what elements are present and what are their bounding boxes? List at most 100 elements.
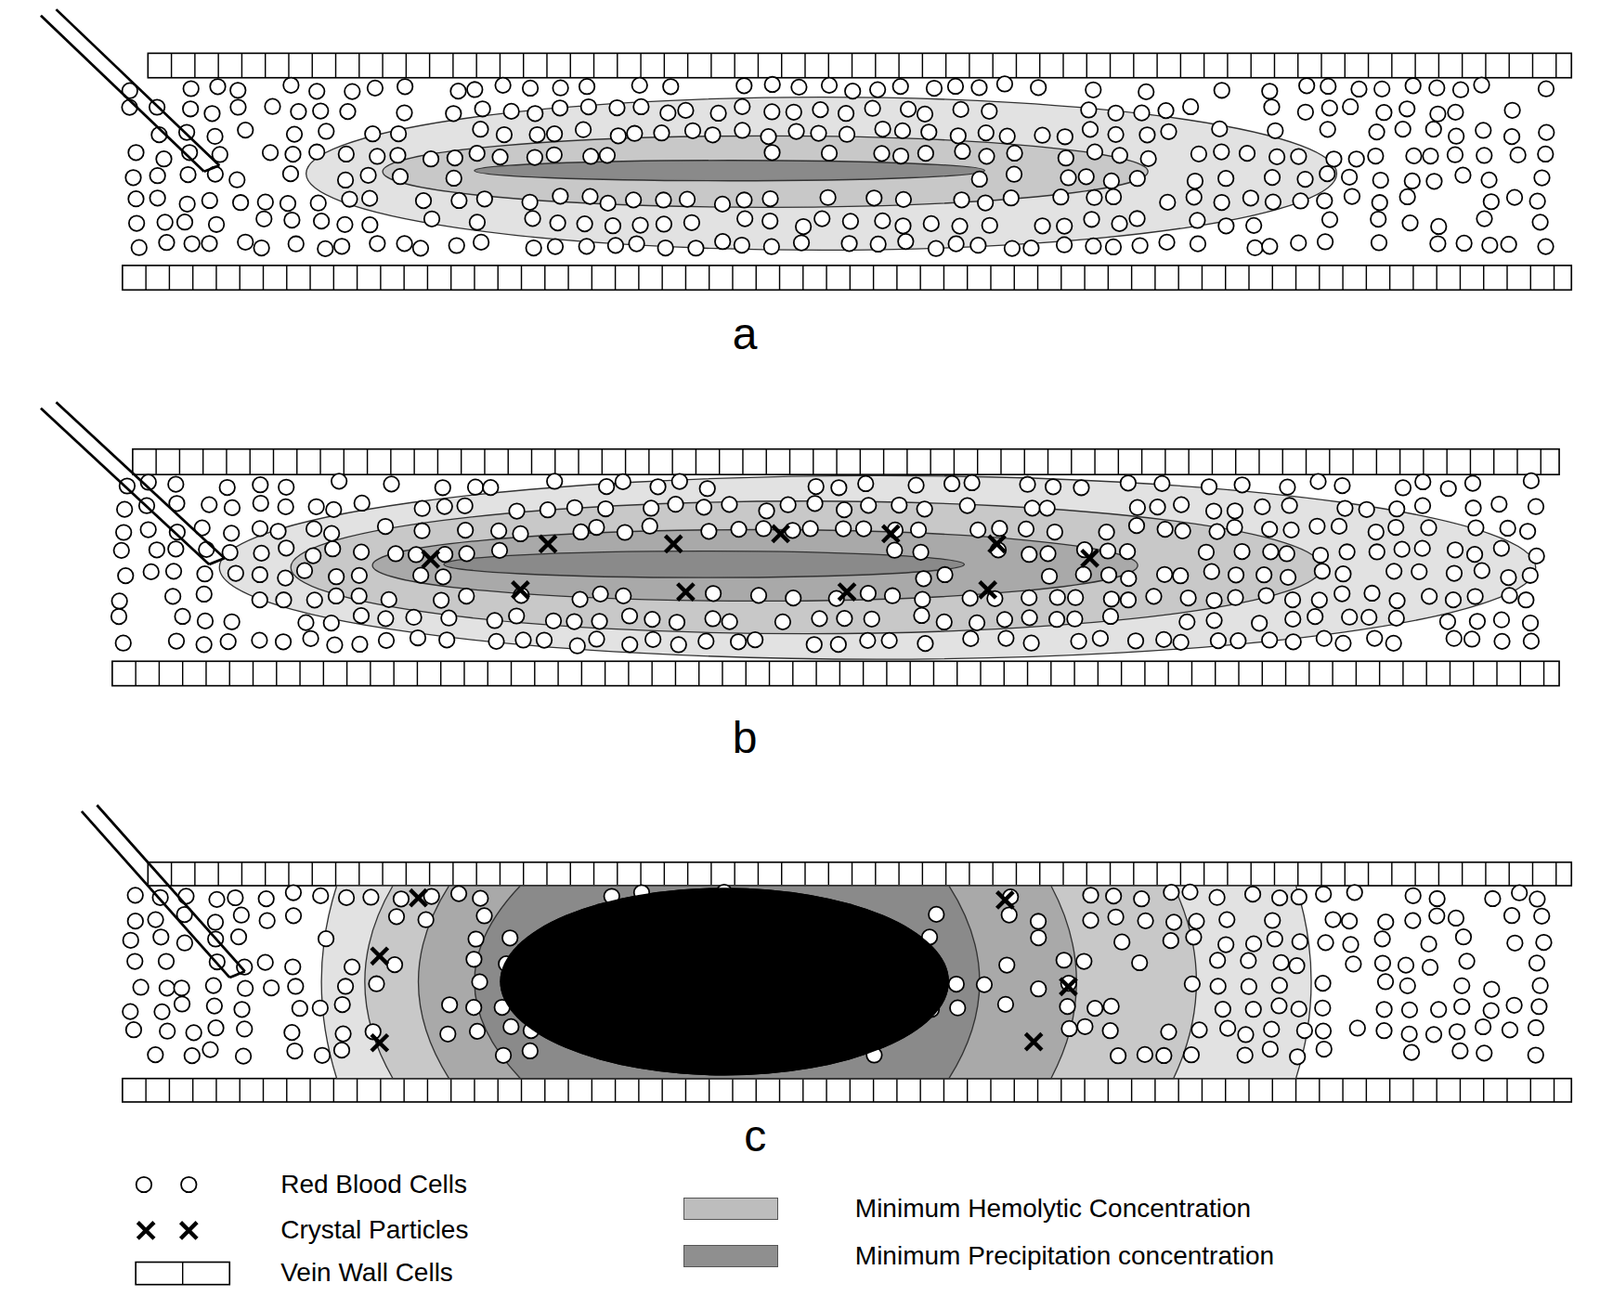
- vein-wall-cell-edge: [215, 265, 217, 290]
- red-blood-cell: [608, 237, 624, 253]
- vein-wall-cell-edge: [922, 52, 924, 78]
- red-blood-cell: [895, 218, 911, 234]
- red-blood-cell: [821, 78, 837, 93]
- vein-wall-cell-edge: [789, 449, 791, 475]
- crystal-stroke: [979, 582, 997, 599]
- red-blood-cell: [1066, 611, 1082, 626]
- red-blood-cell: [405, 610, 421, 625]
- red-blood-cell: [397, 78, 413, 94]
- red-blood-cell: [839, 126, 855, 142]
- red-blood-cell: [1104, 173, 1119, 189]
- red-blood-cell: [275, 592, 291, 608]
- vein-wall-cell-edge: [1472, 661, 1474, 686]
- vein-wall-cell-edge: [531, 449, 533, 475]
- red-blood-cell: [258, 194, 274, 209]
- red-blood-cell: [762, 213, 778, 229]
- vein-wall-cell-edge: [909, 661, 911, 686]
- red-blood-cell: [1128, 633, 1144, 649]
- red-blood-cell: [229, 171, 245, 187]
- crystal-stroke: [180, 1222, 197, 1240]
- red-blood-cell: [747, 632, 763, 648]
- legend-rbc-sample: [181, 1177, 196, 1193]
- red-blood-cell: [598, 501, 613, 517]
- red-blood-cell: [866, 190, 882, 206]
- red-blood-cell: [1218, 936, 1234, 952]
- needle-tip: [208, 558, 224, 565]
- red-blood-cell: [1376, 1023, 1392, 1039]
- red-blood-cell: [576, 216, 592, 232]
- red-blood-cell: [1019, 477, 1035, 493]
- vein-wall-cell-edge: [593, 862, 595, 886]
- red-blood-cell: [1314, 1001, 1330, 1016]
- red-blood-cell: [1398, 957, 1414, 973]
- red-blood-cell: [177, 214, 193, 230]
- red-blood-cell: [1021, 590, 1037, 606]
- red-blood-cell: [1371, 234, 1387, 250]
- vein-wall-cell-edge: [473, 1079, 475, 1103]
- red-blood-cell: [1279, 479, 1295, 495]
- red-blood-cell: [806, 637, 822, 652]
- red-blood-cell: [626, 125, 642, 141]
- red-blood-cell: [305, 547, 321, 563]
- red-blood-cell: [795, 219, 811, 235]
- red-blood-cell: [1240, 952, 1256, 968]
- red-blood-cell: [1458, 953, 1474, 969]
- red-blood-cell: [1446, 565, 1462, 581]
- red-blood-cell: [581, 99, 597, 115]
- panel-label: b: [732, 712, 758, 764]
- vein-wall-cell-edge: [390, 449, 391, 475]
- red-blood-cell: [1529, 193, 1545, 209]
- vein-wall-cell-edge: [358, 862, 360, 886]
- red-blood-cell: [1082, 887, 1098, 903]
- red-blood-cell: [390, 147, 405, 163]
- crystal-stroke: [137, 1222, 155, 1240]
- red-blood-cell: [1204, 563, 1220, 579]
- red-blood-cell: [578, 238, 594, 254]
- vein-wall-cell-edge: [1506, 1079, 1508, 1103]
- red-blood-cell: [1316, 630, 1332, 646]
- red-blood-cell: [492, 543, 508, 559]
- red-blood-cell: [252, 477, 268, 493]
- red-blood-cell: [1213, 195, 1229, 210]
- vein-wall-band: [112, 661, 1560, 686]
- vein-wall-cell-edge: [1272, 1079, 1274, 1103]
- red-blood-cell: [926, 80, 942, 96]
- red-blood-cell: [755, 520, 771, 536]
- red-blood-cell: [1500, 570, 1516, 586]
- red-blood-cell: [896, 192, 911, 208]
- red-blood-cell: [309, 83, 325, 99]
- red-blood-cell: [234, 907, 249, 923]
- red-blood-cell: [448, 237, 464, 253]
- red-blood-cell: [252, 592, 268, 608]
- vein-wall-cell-edge: [381, 52, 383, 78]
- red-blood-cell: [1317, 935, 1333, 950]
- red-blood-cell: [169, 524, 185, 540]
- red-blood-cell: [1138, 84, 1154, 100]
- red-blood-cell: [1523, 633, 1539, 649]
- red-blood-cell: [1393, 541, 1409, 557]
- red-blood-cell: [1234, 544, 1249, 560]
- vein-wall-cell-edge: [991, 862, 993, 886]
- red-blood-cell: [290, 104, 306, 119]
- red-blood-cell: [1405, 148, 1421, 164]
- red-blood-cell: [446, 170, 462, 186]
- vein-wall-cell-edge: [1226, 52, 1228, 78]
- crystal-stroke: [371, 948, 389, 965]
- vein-wall-cell-edge: [989, 265, 991, 290]
- crystal-stroke: [539, 535, 557, 553]
- vein-wall-cell-edge: [497, 1079, 499, 1103]
- crystal-particle: [883, 525, 900, 543]
- red-blood-cell: [297, 562, 313, 578]
- red-blood-cell: [197, 613, 213, 629]
- hemolysed-core: [499, 887, 949, 1076]
- red-blood-cell: [1538, 124, 1554, 140]
- concentration-zone: [474, 160, 985, 182]
- red-blood-cell: [230, 82, 246, 98]
- red-blood-cell: [515, 632, 531, 648]
- vein-wall-cell-edge: [922, 862, 924, 886]
- vein-wall-cell-edge: [1086, 52, 1088, 78]
- crystal-stroke: [539, 535, 557, 553]
- red-blood-cell: [410, 630, 426, 646]
- red-blood-cell: [1482, 237, 1497, 253]
- red-blood-cell: [1041, 569, 1057, 585]
